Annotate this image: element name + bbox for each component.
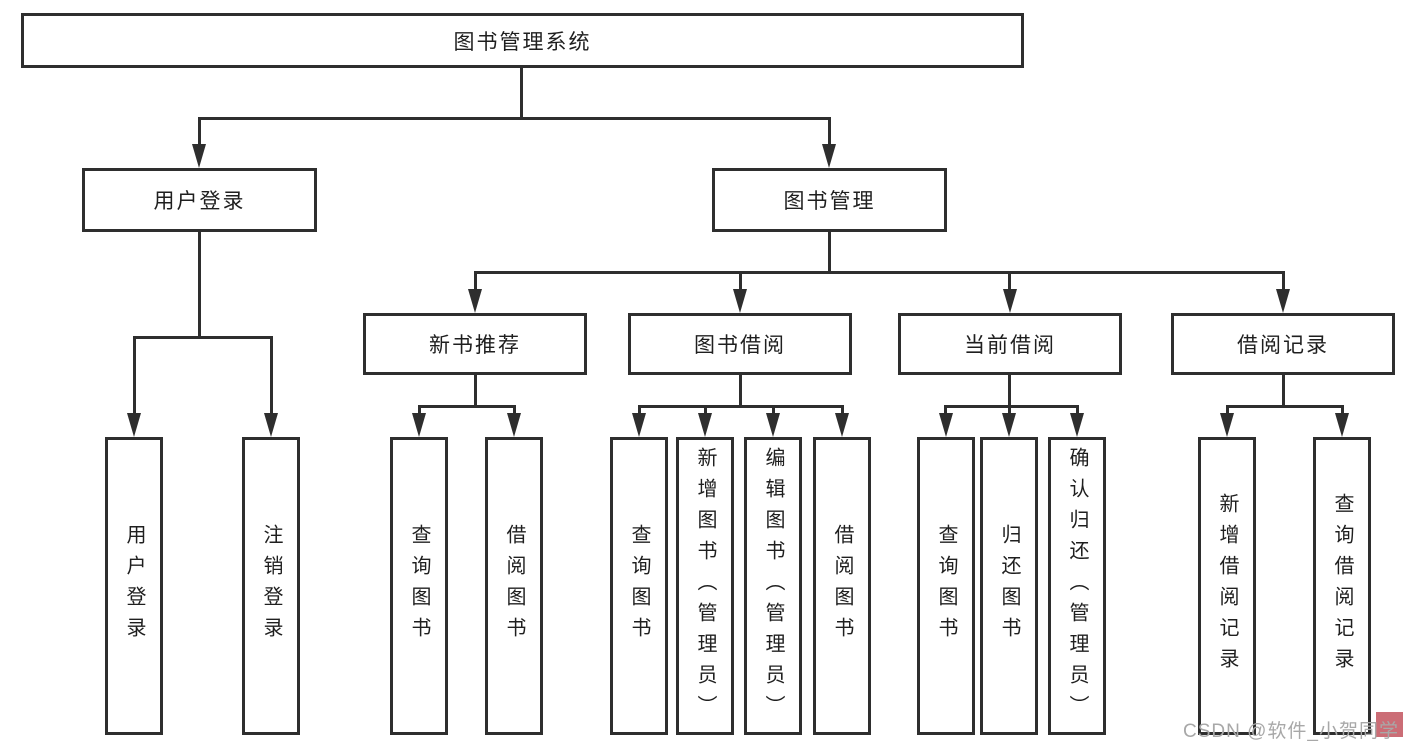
connector-recommend-stub2 <box>513 405 516 415</box>
connector-current-drop <box>1008 375 1011 406</box>
arrow-records-leaf2 <box>1335 413 1349 437</box>
leaf-query-borrow-record-label: 查询借阅记录 <box>1331 493 1353 679</box>
leaf-logout: 注销登录 <box>242 437 300 735</box>
connector-current-stub3 <box>1076 405 1079 415</box>
node-root: 图书管理系统 <box>21 13 1024 68</box>
connector-recommend-stub1 <box>418 405 421 415</box>
node-book-borrow: 图书借阅 <box>628 313 852 375</box>
leaf-edit-books-admin-label: 编辑图书（管理员） <box>762 446 784 726</box>
connector-borrow-stub4 <box>841 405 844 415</box>
leaf-user-login-label: 用户登录 <box>123 524 145 648</box>
arrow-recommend-leaf1 <box>412 413 426 437</box>
leaf-borrow-books: 借阅图书 <box>813 437 871 735</box>
arrow-current-leaf2 <box>1002 413 1016 437</box>
node-current-borrow-label: 当前借阅 <box>964 334 1056 357</box>
connector-root-stub-left <box>198 117 201 147</box>
leaf-query-borrow-record: 查询借阅记录 <box>1313 437 1371 735</box>
arrow-current-leaf1 <box>939 413 953 437</box>
node-book-management-label: 图书管理 <box>783 190 876 213</box>
arrow-borrow-leaf2 <box>698 413 712 437</box>
arrow-current-leaf3 <box>1070 413 1084 437</box>
connector-root-stub-right <box>828 117 831 147</box>
leaf-query-books-recommend-label: 查询图书 <box>408 524 430 648</box>
leaf-return-books: 归还图书 <box>980 437 1038 735</box>
arrow-to-new-book-recommend <box>468 289 482 313</box>
arrow-to-borrow-records <box>1276 289 1290 313</box>
node-current-borrow: 当前借阅 <box>898 313 1122 375</box>
connector-userlogin-bar <box>133 336 273 339</box>
arrow-records-leaf1 <box>1220 413 1234 437</box>
connector-current-bar <box>944 405 1079 408</box>
connector-borrow-stub3 <box>772 405 775 415</box>
node-new-book-recommend-label: 新书推荐 <box>429 334 521 357</box>
node-user-login: 用户登录 <box>82 168 317 232</box>
leaf-add-borrow-record: 新增借阅记录 <box>1198 437 1256 735</box>
node-root-label: 图书管理系统 <box>453 30 592 54</box>
node-book-borrow-label: 图书借阅 <box>694 334 786 357</box>
leaf-add-borrow-record-label: 新增借阅记录 <box>1216 493 1238 679</box>
arrow-to-book-borrow <box>733 289 747 313</box>
leaf-confirm-return-admin: 确认归还（管理员） <box>1048 437 1106 735</box>
connector-root-bar <box>198 117 831 120</box>
connector-bookmgmt-drop <box>828 232 831 274</box>
connector-bookmgmt-bar <box>474 271 1285 274</box>
node-new-book-recommend: 新书推荐 <box>363 313 587 375</box>
node-borrow-records-label: 借阅记录 <box>1237 334 1329 357</box>
connector-borrow-stub2 <box>704 405 707 415</box>
connector-borrow-bar <box>638 405 844 408</box>
leaf-borrow-books-recommend: 借阅图书 <box>485 437 543 735</box>
leaf-edit-books-admin: 编辑图书（管理员） <box>744 437 802 735</box>
leaf-query-books-borrow-label: 查询图书 <box>628 524 650 648</box>
connector-borrow-stub1 <box>638 405 641 415</box>
arrow-borrow-leaf1 <box>632 413 646 437</box>
arrow-to-user-login <box>192 144 206 168</box>
leaf-query-books-borrow: 查询图书 <box>610 437 668 735</box>
connector-userlogin-drop <box>198 232 201 336</box>
connector-recommend-bar <box>418 405 516 408</box>
arrow-borrow-leaf3 <box>766 413 780 437</box>
leaf-logout-label: 注销登录 <box>260 524 282 648</box>
connector-records-bar <box>1226 405 1344 408</box>
leaf-borrow-books-recommend-label: 借阅图书 <box>503 524 525 648</box>
connector-bookmgmt-stub3 <box>1008 271 1011 291</box>
leaf-user-login: 用户登录 <box>105 437 163 735</box>
arrow-to-leaf-logout <box>264 413 278 437</box>
node-book-management: 图书管理 <box>712 168 947 232</box>
leaf-query-books-current: 查询图书 <box>917 437 975 735</box>
leaf-query-books-recommend: 查询图书 <box>390 437 448 735</box>
leaf-add-books-admin: 新增图书（管理员） <box>676 437 734 735</box>
node-borrow-records: 借阅记录 <box>1171 313 1395 375</box>
connector-records-stub2 <box>1341 405 1344 415</box>
leaf-add-books-admin-label: 新增图书（管理员） <box>694 446 716 726</box>
leaf-return-books-label: 归还图书 <box>998 524 1020 648</box>
arrow-recommend-leaf2 <box>507 413 521 437</box>
connector-current-stub1 <box>944 405 947 415</box>
leaf-borrow-books-label: 借阅图书 <box>831 524 853 648</box>
arrow-to-current-borrow <box>1003 289 1017 313</box>
csdn-watermark: CSDN @软件_小贺同学 <box>1183 721 1399 742</box>
connector-userlogin-stub2 <box>270 336 273 415</box>
connector-bookmgmt-stub2 <box>739 271 742 291</box>
connector-borrow-drop <box>739 375 742 406</box>
connector-records-drop <box>1282 375 1285 406</box>
connector-bookmgmt-stub4 <box>1282 271 1285 291</box>
leaf-query-books-current-label: 查询图书 <box>935 524 957 648</box>
connector-userlogin-stub1 <box>133 336 136 415</box>
arrow-to-leaf-user-login <box>127 413 141 437</box>
leaf-confirm-return-admin-label: 确认归还（管理员） <box>1066 446 1088 726</box>
csdn-logo-accent <box>1376 712 1403 737</box>
connector-root-drop <box>520 68 523 117</box>
connector-bookmgmt-stub1 <box>474 271 477 291</box>
connector-recommend-drop <box>474 375 477 406</box>
connector-current-stub2 <box>1008 405 1011 415</box>
arrow-to-book-management <box>822 144 836 168</box>
node-user-login-label: 用户登录 <box>153 190 246 213</box>
arrow-borrow-leaf4 <box>835 413 849 437</box>
connector-records-stub1 <box>1226 405 1229 415</box>
